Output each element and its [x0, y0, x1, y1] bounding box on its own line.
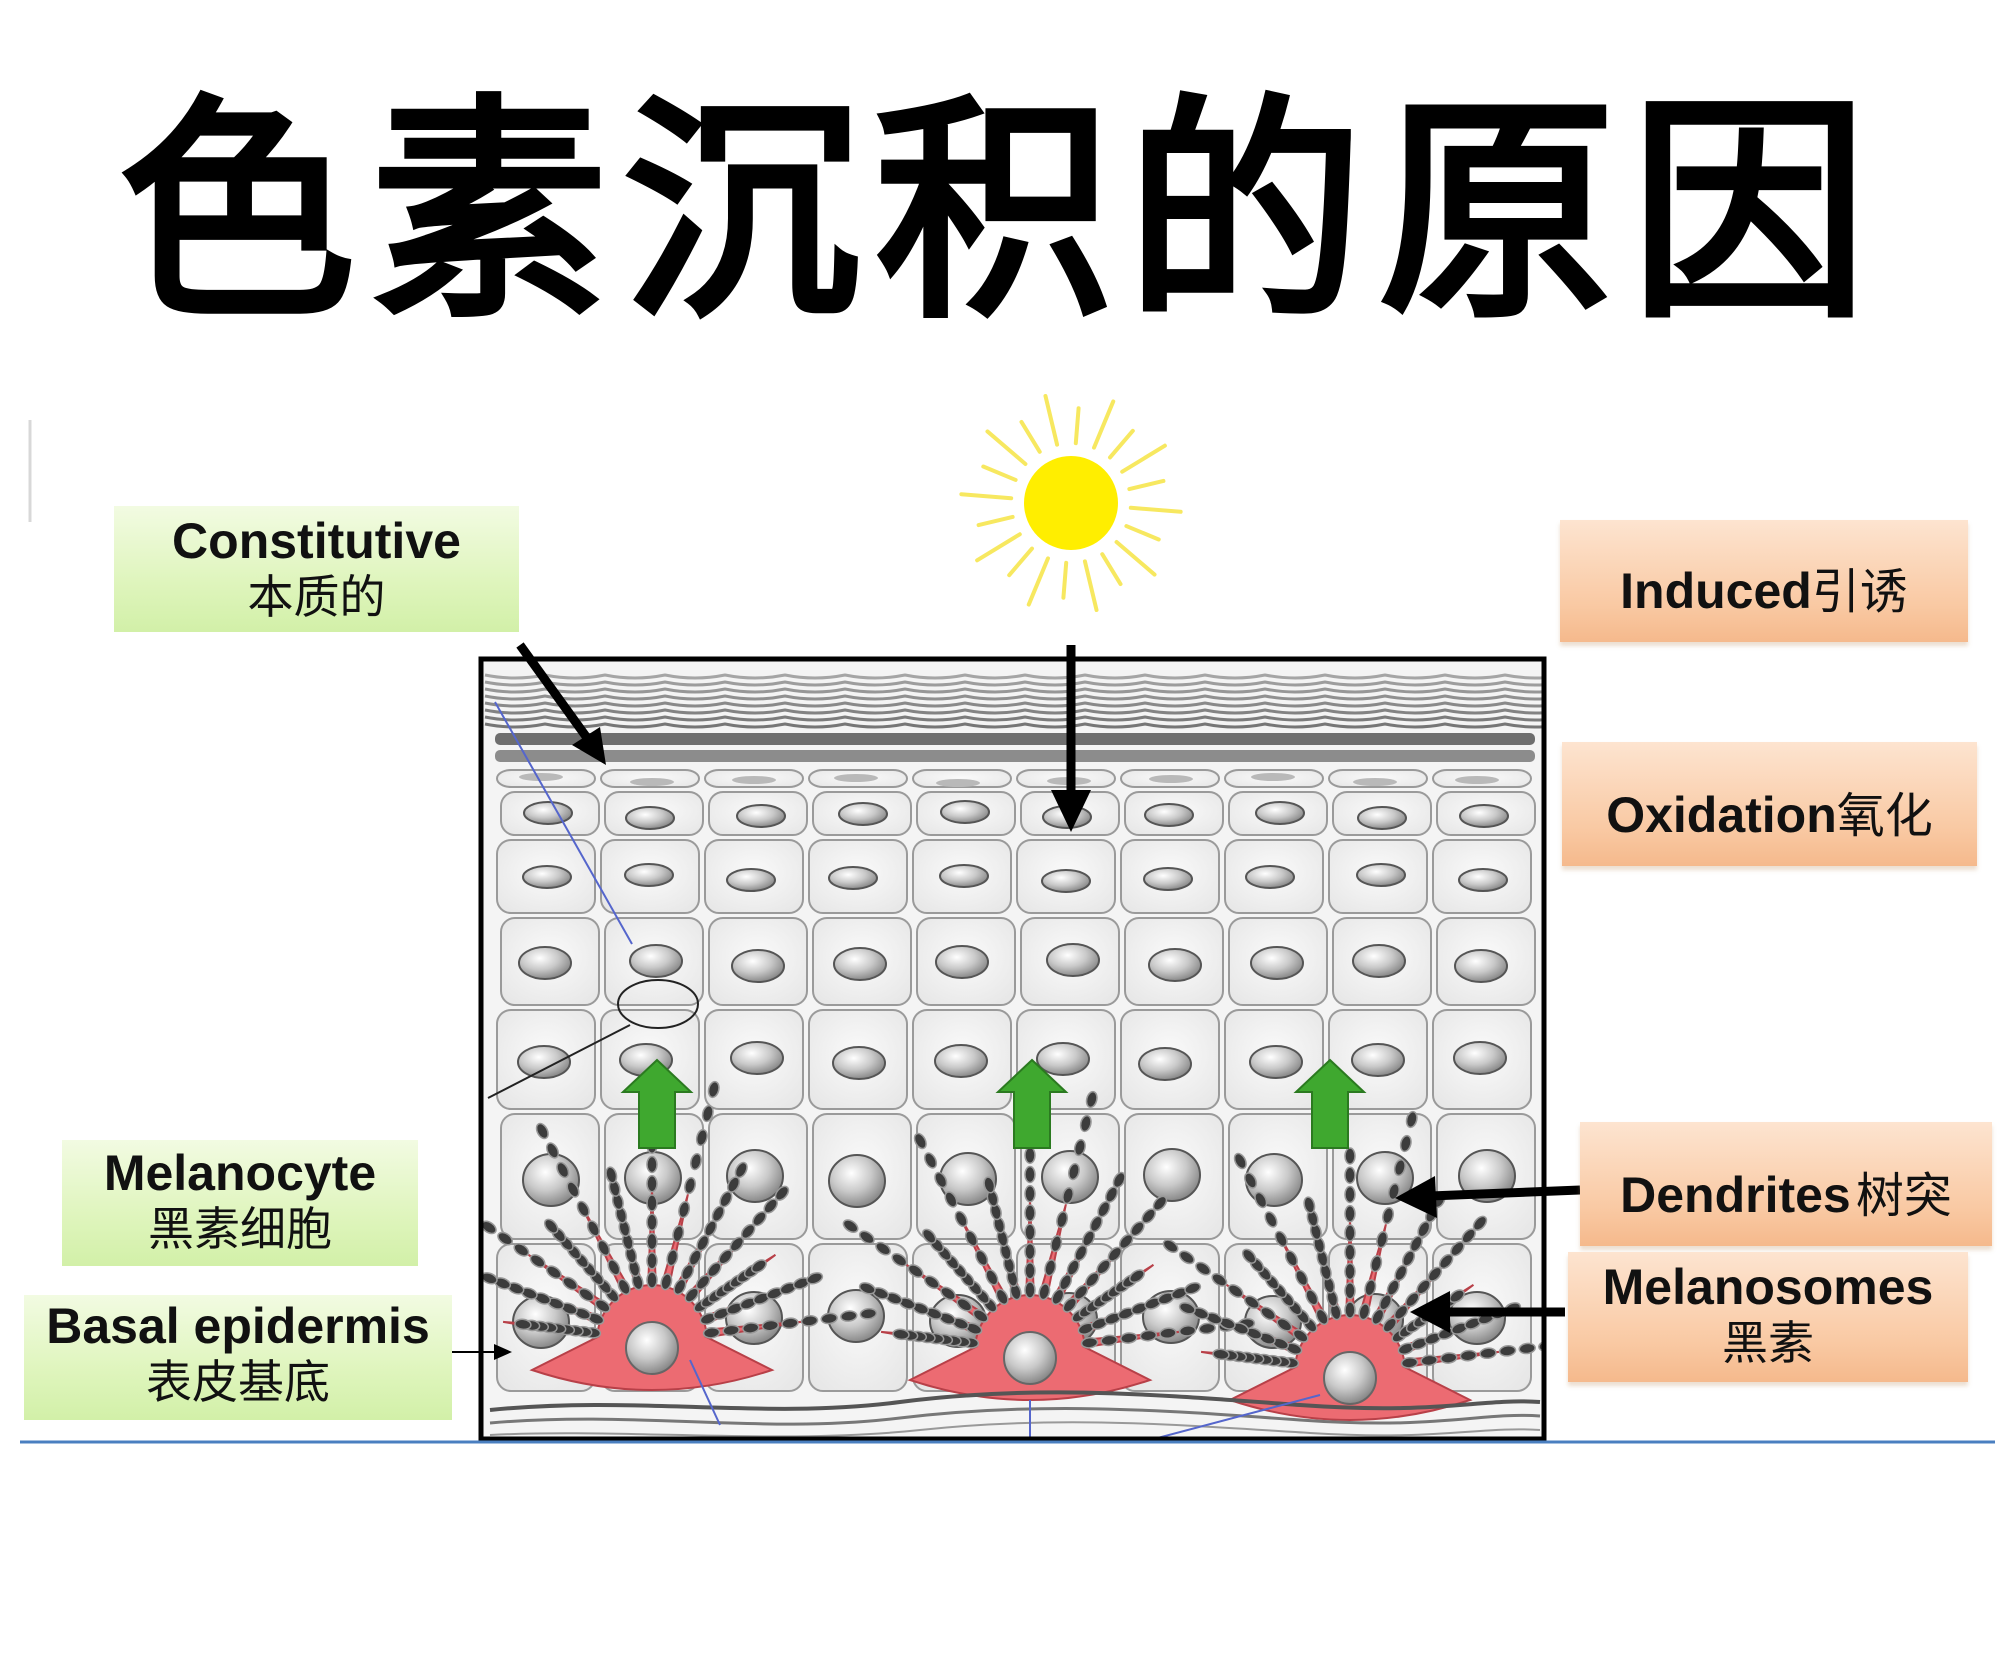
sun-ray [985, 429, 1028, 466]
sun-ray [1073, 406, 1081, 446]
induced-zh: 引诱 [1811, 564, 1908, 620]
sun-ray [1114, 540, 1157, 577]
sun-disc [1024, 456, 1118, 550]
sun-ray [1043, 394, 1060, 447]
sun-ray [1092, 399, 1116, 450]
epidermis-frame [478, 656, 1547, 1442]
melanosomes-zh: 黑素 [1722, 1316, 1814, 1370]
pointer-arrows [440, 642, 1581, 1360]
up-arrow-icon [620, 1058, 694, 1149]
sun-ray [1124, 524, 1161, 542]
sun-ray [1120, 443, 1167, 474]
melanocyte-cell [842, 1090, 1256, 1401]
sun-ray [1019, 419, 1042, 454]
dendrites-zh: 树突 [1855, 1168, 1952, 1224]
sun-ray [959, 492, 1014, 501]
sun-ray [1108, 428, 1135, 460]
melanocyte-cell [481, 1080, 878, 1391]
sun-ray [1007, 546, 1034, 578]
sun-ray [1128, 505, 1183, 514]
sun-ray [1082, 559, 1099, 612]
induced-en: Induced [1620, 563, 1812, 619]
constitutive-zh: 本质的 [247, 570, 386, 624]
melanocyte-label: Melanocyte 黑素细胞 [62, 1140, 418, 1266]
constitutive-label: Constitutive 本质的 [114, 506, 519, 632]
sun-ray [1100, 552, 1123, 587]
up-arrow-icon [1293, 1058, 1367, 1149]
sun-ray [981, 464, 1018, 482]
basal-epidermis-label: Basal epidermis 表皮基底 [24, 1295, 452, 1420]
melanocyte-en: Melanocyte [103, 1145, 377, 1201]
melanosomes-label: Melanosomes 黑素 [1568, 1252, 1968, 1382]
sun-ray [976, 514, 1015, 528]
sun-ray [1127, 478, 1166, 492]
oxidation-label: Oxidation氧化 [1562, 742, 1977, 866]
sun-ray [1061, 560, 1069, 600]
sun-icon [959, 394, 1183, 612]
oxidation-zh: 氧化 [1836, 788, 1933, 844]
up-arrow-icon [995, 1058, 1069, 1149]
sun-ray [975, 532, 1022, 563]
oxidation-en: Oxidation [1606, 787, 1837, 843]
page-title: 色素沉积的原因 [118, 75, 1882, 352]
dendrites-en: Dendrites [1620, 1167, 1851, 1223]
basal-zh: 表皮基底 [146, 1355, 330, 1409]
melanosomes-en: Melanosomes [1602, 1259, 1934, 1315]
pigment-transfer-arrows [620, 1058, 1367, 1149]
cell-marker [617, 979, 699, 1029]
basal-en: Basal epidermis [46, 1298, 430, 1354]
dendrites-label: Dendrites 树突 [1580, 1122, 1992, 1246]
melanocyte-zh: 黑素细胞 [148, 1202, 332, 1256]
constitutive-en: Constitutive [172, 513, 461, 569]
epidermis [481, 659, 1544, 1439]
induced-label: Induced引诱 [1560, 520, 1968, 642]
sun-ray [1026, 556, 1050, 607]
